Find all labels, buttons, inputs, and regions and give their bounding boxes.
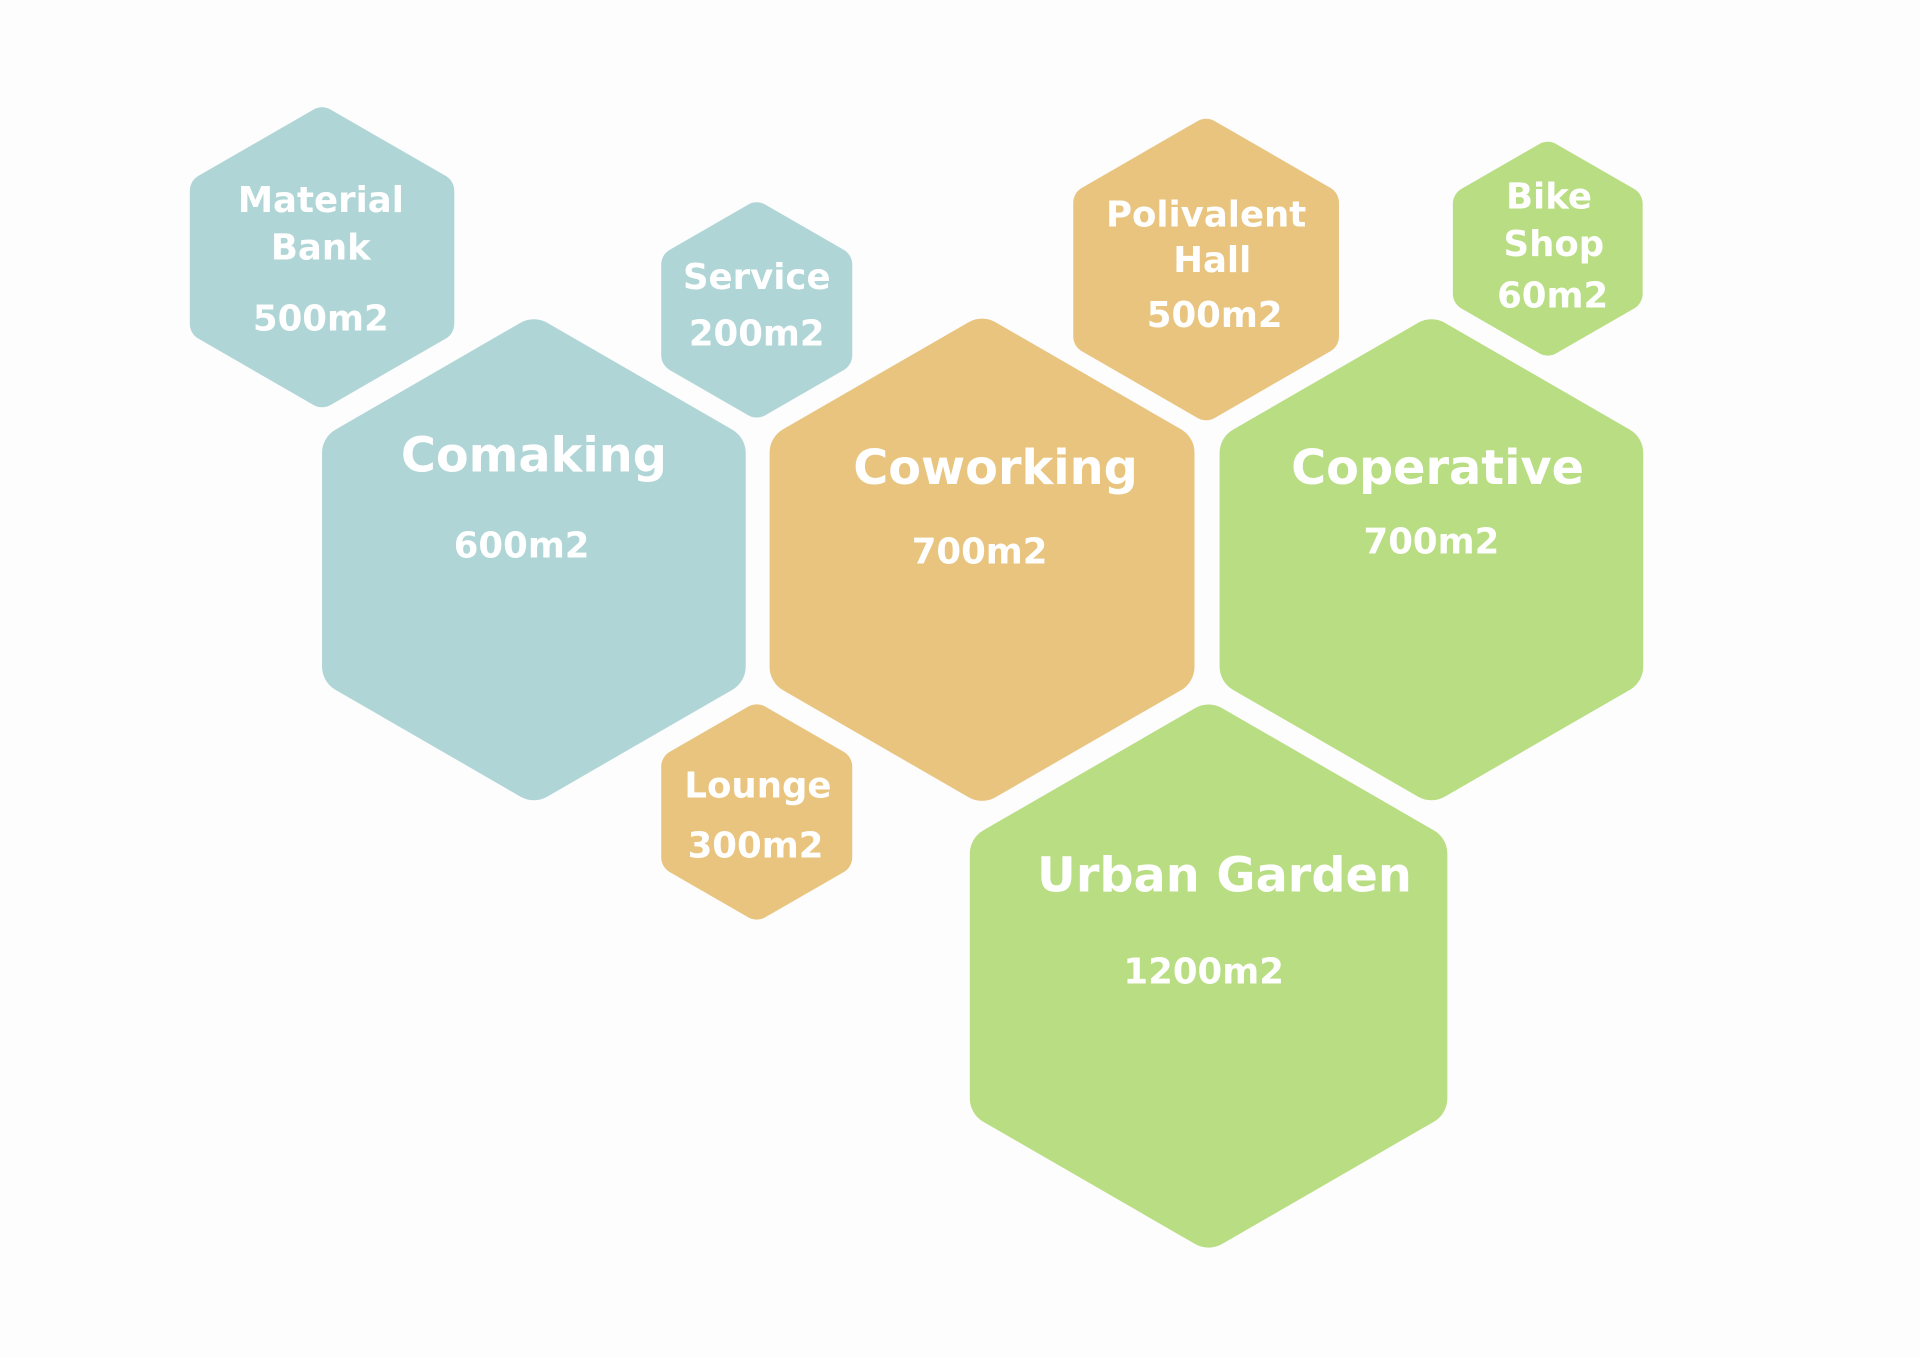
hexagon-shape bbox=[969, 704, 1448, 1248]
space-name: Polivalent bbox=[1106, 195, 1306, 236]
space-name: Urban Garden bbox=[1037, 849, 1412, 904]
hexagon-shape bbox=[1073, 118, 1339, 421]
space-area: 700m2 bbox=[1364, 522, 1500, 563]
space-area: 200m2 bbox=[689, 313, 825, 354]
hexagon-shape bbox=[661, 704, 853, 920]
hexagon-shape bbox=[661, 202, 853, 418]
space-name: Material bbox=[238, 180, 404, 221]
hex-urban-garden: Urban Garden 1200m2 bbox=[969, 704, 1448, 1248]
hex-polivalent-hall: Polivalent Hall 500m2 bbox=[1073, 118, 1339, 421]
hexagon-shape bbox=[769, 318, 1195, 801]
space-area: 1200m2 bbox=[1123, 951, 1284, 992]
space-area: 700m2 bbox=[912, 531, 1048, 572]
space-name: Bank bbox=[271, 228, 372, 269]
space-name: Coworking bbox=[853, 441, 1138, 496]
space-name: Hall bbox=[1173, 240, 1251, 281]
hex-bike-shop: Bike Shop 60m2 bbox=[1452, 141, 1643, 356]
space-name: Bike bbox=[1506, 176, 1592, 217]
hexagon-shape bbox=[189, 107, 455, 408]
space-area: 300m2 bbox=[688, 825, 824, 866]
hexagon-shape bbox=[1452, 141, 1643, 356]
space-name: Shop bbox=[1504, 224, 1605, 265]
hex-comaking: Comaking 600m2 bbox=[322, 319, 746, 801]
space-name: Service bbox=[683, 257, 831, 298]
hex-service: Service 200m2 bbox=[661, 202, 853, 418]
space-name: Lounge bbox=[684, 765, 831, 806]
hex-material-bank: Material Bank 500m2 bbox=[189, 107, 455, 408]
space-area: 500m2 bbox=[1147, 295, 1283, 336]
hexagon-shape bbox=[322, 319, 746, 801]
space-area: 500m2 bbox=[253, 299, 389, 340]
hex-lounge: Lounge 300m2 bbox=[661, 704, 853, 920]
hexagon-shape bbox=[1219, 319, 1644, 801]
space-area: 600m2 bbox=[454, 525, 590, 566]
hex-coperative: Coperative 700m2 bbox=[1219, 319, 1644, 801]
space-name: Comaking bbox=[401, 429, 667, 484]
hex-coworking: Coworking 700m2 bbox=[769, 318, 1195, 801]
space-name: Coperative bbox=[1291, 441, 1584, 496]
space-area: 60m2 bbox=[1497, 275, 1608, 316]
